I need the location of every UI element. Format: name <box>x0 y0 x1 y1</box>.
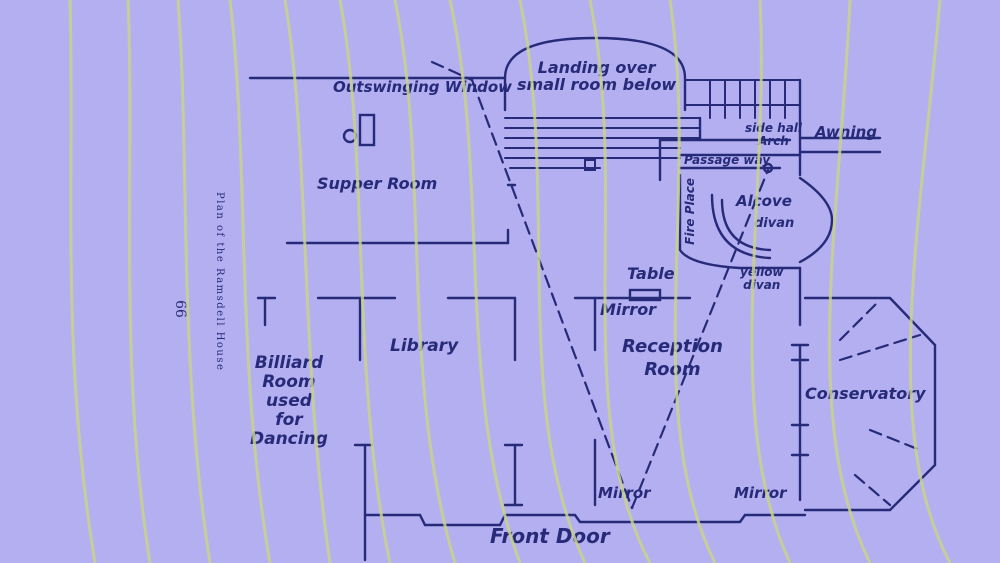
mirror-right-label: Mirror <box>734 484 787 502</box>
billiard-label-line5: Dancing <box>250 429 328 450</box>
billiard-label-line2: Room <box>262 372 316 393</box>
outswinging-window-label: Outswinging Window <box>333 78 512 96</box>
reception-label-line2: Room <box>644 358 701 380</box>
yellow-divan-line2: divan <box>743 277 781 292</box>
landing-label-line2: small room below <box>517 74 677 94</box>
side-hall-label-line1: side hall <box>745 121 803 135</box>
billiard-label-line1: Billiard <box>254 353 324 373</box>
page-number: 66 <box>172 300 188 318</box>
yellow-divan-label: yellow divan <box>740 266 784 291</box>
plan-caption: Plan of the Ramsdell House <box>214 192 225 372</box>
reception-label-line1: Reception <box>622 336 723 357</box>
billiard-label-line3: used <box>265 391 312 412</box>
billiard-room-label: Billiard Room used for Dancing <box>250 353 328 450</box>
reception-room-label: Reception Room <box>622 336 723 381</box>
awning-label: Awning <box>815 123 878 141</box>
mirror-left-label: Mirror <box>598 484 651 502</box>
billiard-label-line4: for <box>275 410 303 431</box>
mirror-top-label: Mirror <box>600 300 657 319</box>
side-hall-label-line2: Arch <box>758 133 789 148</box>
supper-room-label: Supper Room <box>317 174 438 193</box>
conservatory-label: Conservatory <box>805 384 926 403</box>
landing-label: Landing over small room below <box>517 59 677 94</box>
divan-label: divan <box>754 216 795 231</box>
yellow-divan-line1: yellow <box>740 265 784 279</box>
fire-place-label: Fire Place <box>683 178 697 245</box>
conservatory-walls <box>803 296 937 512</box>
front-door-label: Front Door <box>490 524 610 548</box>
passage-way-label: Passage way <box>684 153 771 167</box>
library-label: Library <box>390 336 459 356</box>
side-hall-arch-label: side hall Arch <box>745 122 802 147</box>
table-label: Table <box>627 264 675 283</box>
alcove-label: Alcove <box>736 192 792 210</box>
